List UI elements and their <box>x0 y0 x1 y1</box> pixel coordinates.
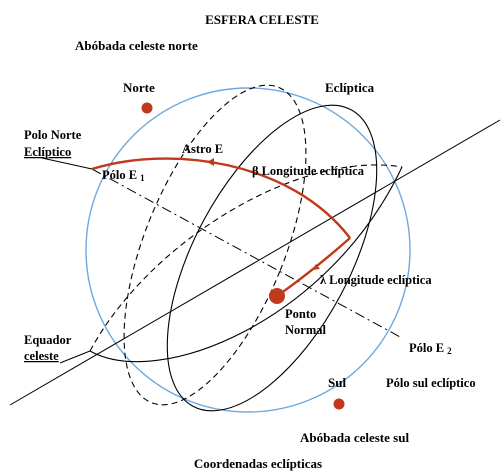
lambda-arc-arrow <box>312 264 320 270</box>
equator-front-arc <box>89 166 403 363</box>
ecliptic-pole-axis <box>91 168 403 339</box>
astro-arc-lower <box>276 237 351 297</box>
diagram-title: ESFERA CELESTE <box>205 12 319 27</box>
north-vault-label: Abóbada celeste norte <box>75 38 198 53</box>
ponto-normal-point <box>269 288 285 304</box>
meridian-dashed-ellipse <box>123 84 307 406</box>
astro-arc-upper <box>91 157 351 239</box>
diagram-caption: Coordenadas eclípticas <box>194 456 322 471</box>
equator-back-arc <box>89 164 403 352</box>
star-label: Astro E <box>182 142 223 156</box>
equator-leader-line <box>59 350 91 364</box>
north-label: Norte <box>123 80 155 95</box>
pole-leader-line <box>41 157 93 170</box>
ponto-label-1: Ponto <box>285 307 316 321</box>
celestial-sphere-circle <box>85 87 411 413</box>
south-vault-label: Abóbada celeste sul <box>300 430 409 445</box>
north-ecliptic-pole-label-2: Eclíptico <box>24 145 71 159</box>
ecliptic-ellipse <box>166 104 378 412</box>
south-point <box>333 398 345 410</box>
ponto-label-2: Normal <box>285 323 326 337</box>
equator-label-2: celeste <box>24 349 59 363</box>
north-ecliptic-pole-label-1: Polo Norte <box>24 128 82 142</box>
ecliptic-label: Eclíptica <box>325 80 375 95</box>
axis-line <box>9 119 501 406</box>
south-ecliptic-pole-label: Pólo sul eclíptico <box>386 376 476 390</box>
north-point <box>141 102 153 114</box>
astro-arc-arrow <box>207 158 214 166</box>
equator-label-1: Equador <box>24 333 72 347</box>
south-label: Sul <box>328 375 346 390</box>
